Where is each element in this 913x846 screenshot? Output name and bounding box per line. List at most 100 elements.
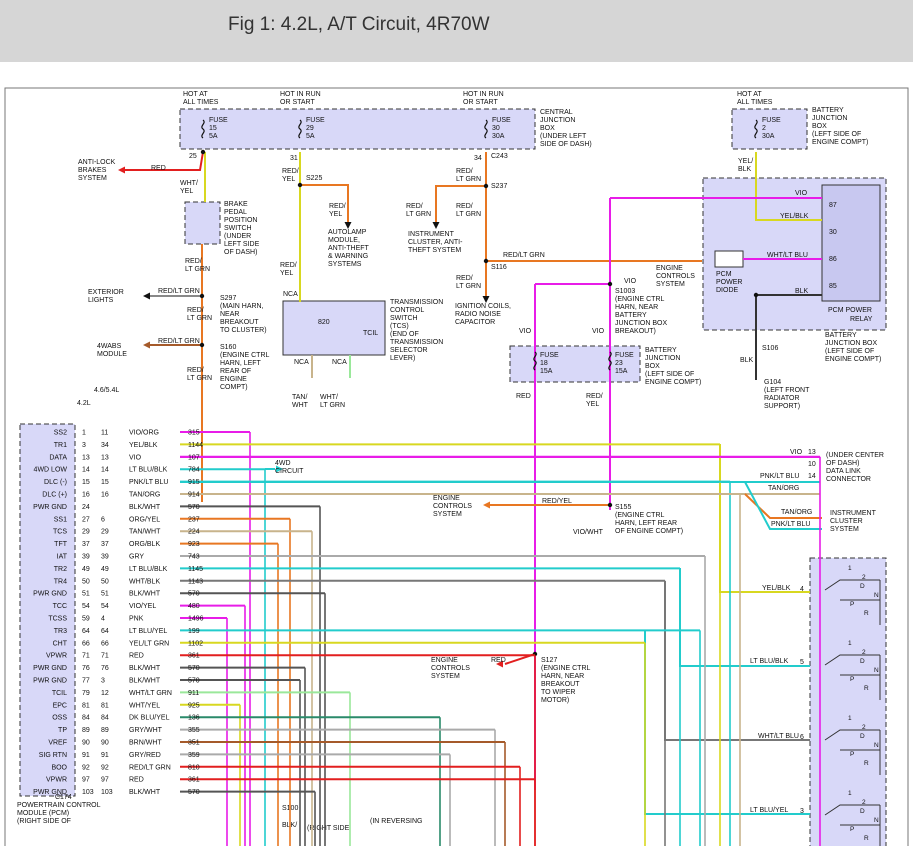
pcm-row-p2: 11 <box>101 430 108 437</box>
pcm-row-p2: 64 <box>101 628 109 635</box>
lbl-red-ltgrn-ext: RED/LT GRN <box>158 288 200 295</box>
lbl-red-abs: RED <box>151 165 166 172</box>
pcm-row-ckt: 237 <box>188 516 200 523</box>
pcm-row-ckt: 361 <box>188 653 200 660</box>
splice-dot <box>199 342 205 348</box>
tr-switch-position: D <box>860 808 865 815</box>
wire-ic-tan <box>744 493 822 519</box>
pcm-row-p2: 66 <box>101 640 109 647</box>
lbl-lt-blu-yel-3: LT BLU/YEL <box>750 807 788 814</box>
splice-dot <box>607 502 613 508</box>
pcm-row-p2: 91 <box>101 752 109 759</box>
pcm-row-p1: 76 <box>82 665 90 672</box>
lbl-tan-wht: TAN/WHT <box>292 394 309 409</box>
pcm-row-ckt: 199 <box>188 628 200 635</box>
pcm-row-p1: 81 <box>82 702 90 709</box>
lbl-blk-s106: BLK <box>740 357 754 364</box>
pcm-row-p1: 71 <box>82 653 90 660</box>
splice-dot <box>483 258 489 264</box>
pcm-row-sig: PWR GND <box>33 591 67 598</box>
pcm-row-color: PNK <box>129 616 144 623</box>
pcm-row-ckt: 1143 <box>188 578 203 585</box>
pcm-row-sig: PWR GND <box>33 678 67 685</box>
abs-arrow <box>118 166 125 174</box>
pcm-row-sig: TCC <box>53 603 67 610</box>
pcm-row-sig: TR4 <box>54 578 67 585</box>
pcm-row-p1: 92 <box>82 764 90 771</box>
pcm-row-ckt: 570 <box>188 678 200 685</box>
pcm-row-sig: 4WD LOW <box>34 467 68 474</box>
pcm-row-color: ORG/YEL <box>129 516 160 523</box>
engine-controls-arrow-2 <box>496 660 503 668</box>
pcm-row-p2: 37 <box>101 541 109 548</box>
s225: S225 <box>306 175 322 182</box>
pcm-row-ckt: 480 <box>188 603 200 610</box>
pcm-row-p2: 4 <box>101 616 105 623</box>
tcs-box <box>282 300 386 356</box>
lbl-red-s127: RED <box>491 657 506 664</box>
s237: S237 <box>491 183 507 190</box>
pcm-row-sig: DATA <box>49 454 67 461</box>
pcm-row-ckt: 810 <box>188 764 200 771</box>
pcm-row-sig: TR3 <box>54 628 67 635</box>
pcm-row-color: BLK/WHT <box>129 678 161 685</box>
relay-wire-yelblk: YEL/BLK <box>780 213 809 220</box>
pcm-row-p2: 14 <box>101 467 109 474</box>
tr-switch-position: P <box>850 676 854 683</box>
tr-switch-position: 2 <box>862 649 866 656</box>
tr-switch-contact <box>824 804 881 846</box>
pcm-row-color: LT BLU/BLK <box>129 566 168 573</box>
pcm-row-color: WHT/BLK <box>129 578 160 585</box>
pcm-row-p1: 39 <box>82 554 90 561</box>
c174: C174 <box>55 794 72 801</box>
pcm-row-p2: 89 <box>101 727 109 734</box>
lbl-nca-2: NCA <box>294 359 309 366</box>
pcm-row-sig: EPC <box>53 702 67 709</box>
lbl-red-ltgrn-s160: RED/LT GRN <box>187 367 212 382</box>
pcm-row-sig: VREF <box>48 740 67 747</box>
pcm-row-p1: 15 <box>82 479 90 486</box>
pcm-row-p1: 97 <box>82 777 90 784</box>
lbl-ic-pnk: PNK/LT BLU <box>771 521 810 528</box>
lbl-red-yel-auto: RED/YEL <box>329 203 346 218</box>
lbl-bottom-right: (RIGHT SIDE <box>307 825 350 832</box>
pcm-row-ckt: 1102 <box>188 640 203 647</box>
tr-switch-position: P <box>850 751 854 758</box>
tr-switch-position: D <box>860 583 865 590</box>
tr-switch-position: 1 <box>848 565 852 572</box>
lbl-red-yel-31: RED/YEL <box>282 168 299 183</box>
4wabs-arrow <box>143 341 150 349</box>
pcm-row-p2: 84 <box>101 715 109 722</box>
pcm-row-p1: 27 <box>82 516 90 523</box>
pcm-row-color: YEL/LT GRN <box>129 640 169 647</box>
splice-dot <box>753 292 759 298</box>
tr-switch-position: R <box>864 760 869 767</box>
pcm-row-p2: 92 <box>101 764 109 771</box>
pcm-row-ckt: 1144 <box>188 442 203 449</box>
lbl-yel-blk-top: YEL/BLK <box>738 158 753 173</box>
figure-title: Fig 1: 4.2L, A/T Circuit, 4R70W <box>228 14 490 35</box>
lbl-dlc-vio: VIO <box>790 449 803 456</box>
pcm-row-sig: PWR GND <box>33 504 67 511</box>
figure-header: Fig 1: 4.2L, A/T Circuit, 4R70W <box>0 0 913 62</box>
pcm-row-color: GRY/RED <box>129 752 161 759</box>
pcm-row-color: GRY <box>129 554 144 561</box>
lbl-pin-5: 5 <box>800 659 804 666</box>
pcm-row-sig: VPWR <box>46 653 67 660</box>
pcm-row-p1: 66 <box>82 640 90 647</box>
lbl-red-ltgrn-inst: RED/LT GRN <box>406 203 431 218</box>
